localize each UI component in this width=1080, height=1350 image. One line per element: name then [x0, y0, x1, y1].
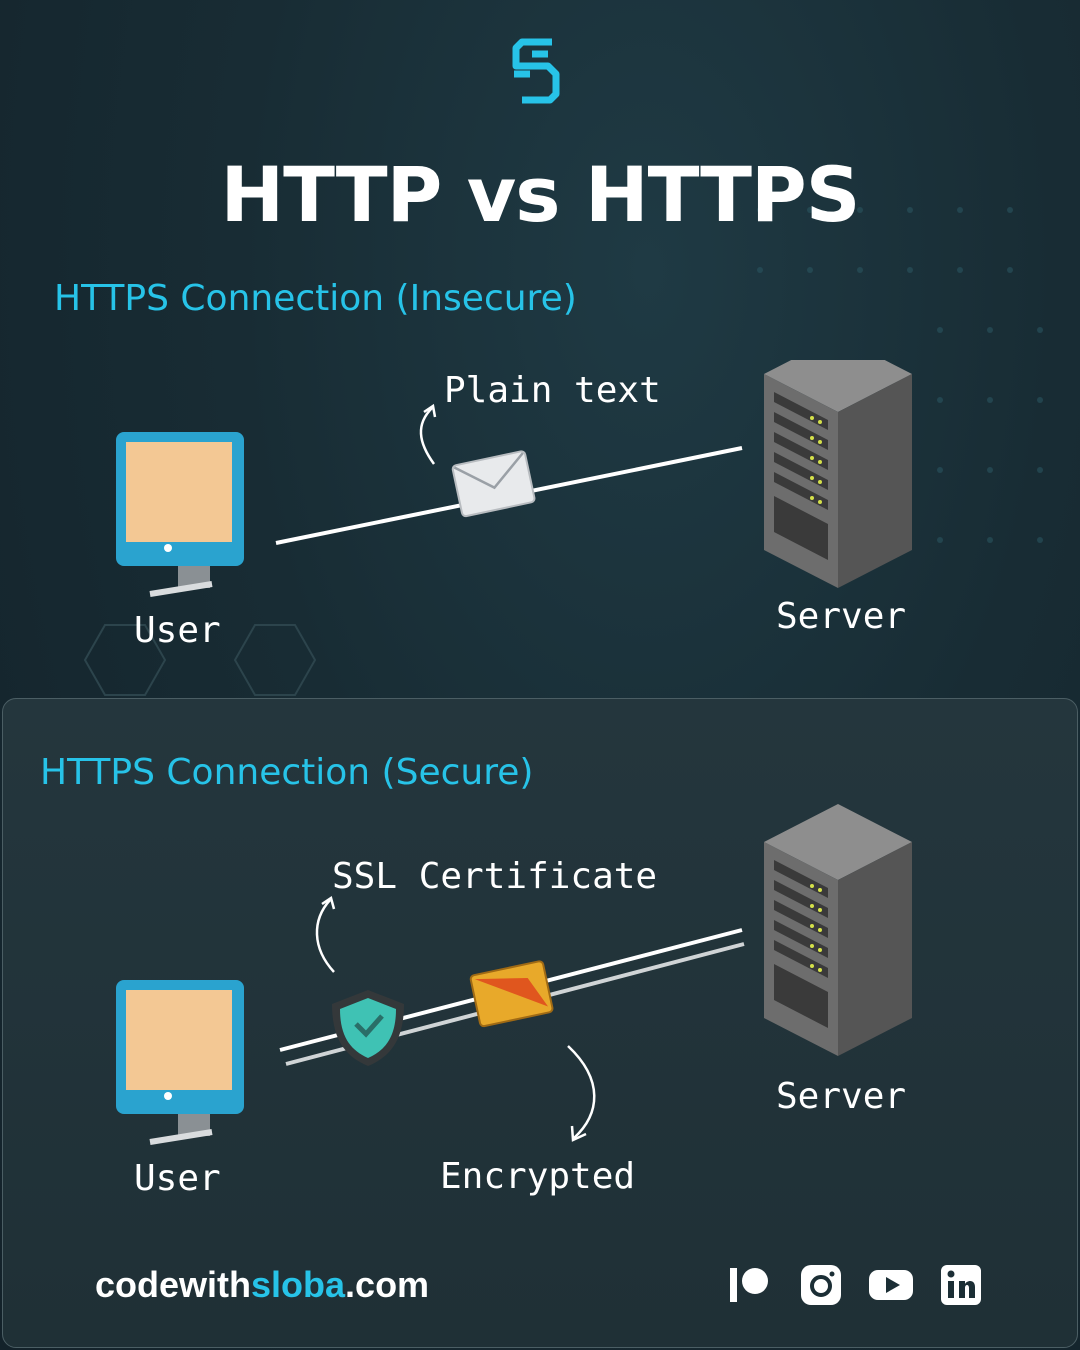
insecure-user-label: User [134, 610, 221, 651]
envelope-icon [451, 450, 536, 518]
page-title: HTTP vs HTTPS [220, 150, 861, 239]
secure-server-rack-icon [764, 804, 912, 1056]
encrypted-envelope-icon [469, 960, 554, 1028]
ssl-arrow [315, 899, 335, 973]
brand-logo-icon [512, 38, 560, 104]
secure-user-monitor-icon [116, 980, 244, 1145]
hexagon-decoration [83, 624, 317, 696]
secure-heading: HTTPS Connection (Secure) [40, 752, 534, 793]
youtube-icon[interactable] [868, 1264, 914, 1306]
shield-icon [332, 990, 404, 1066]
secure-diagram [116, 804, 912, 1145]
encrypted-label: Encrypted [440, 1156, 636, 1197]
footer-url-prefix: codewith [95, 1264, 252, 1305]
server-rack-icon [764, 360, 912, 588]
insecure-server-label: Server [776, 596, 907, 637]
linkedin-icon[interactable] [940, 1264, 982, 1306]
footer-website-link[interactable]: codewithsloba.com [95, 1264, 429, 1306]
dot-grid-decoration [757, 207, 1043, 543]
secure-server-label: Server [776, 1076, 907, 1117]
secure-user-label: User [134, 1158, 221, 1199]
ssl-certificate-label: SSL Certificate [332, 856, 658, 897]
insecure-diagram [116, 360, 912, 597]
patreon-icon[interactable] [728, 1264, 770, 1306]
plain-text-label: Plain text [444, 370, 661, 411]
plain-text-arrow [419, 407, 436, 465]
user-monitor-icon [116, 432, 244, 597]
insecure-heading: HTTPS Connection (Insecure) [54, 278, 577, 319]
encrypted-arrow [567, 1045, 596, 1139]
footer-url-accent: sloba [251, 1264, 346, 1305]
footer-url-suffix: .com [345, 1264, 430, 1305]
instagram-icon[interactable] [800, 1264, 842, 1306]
